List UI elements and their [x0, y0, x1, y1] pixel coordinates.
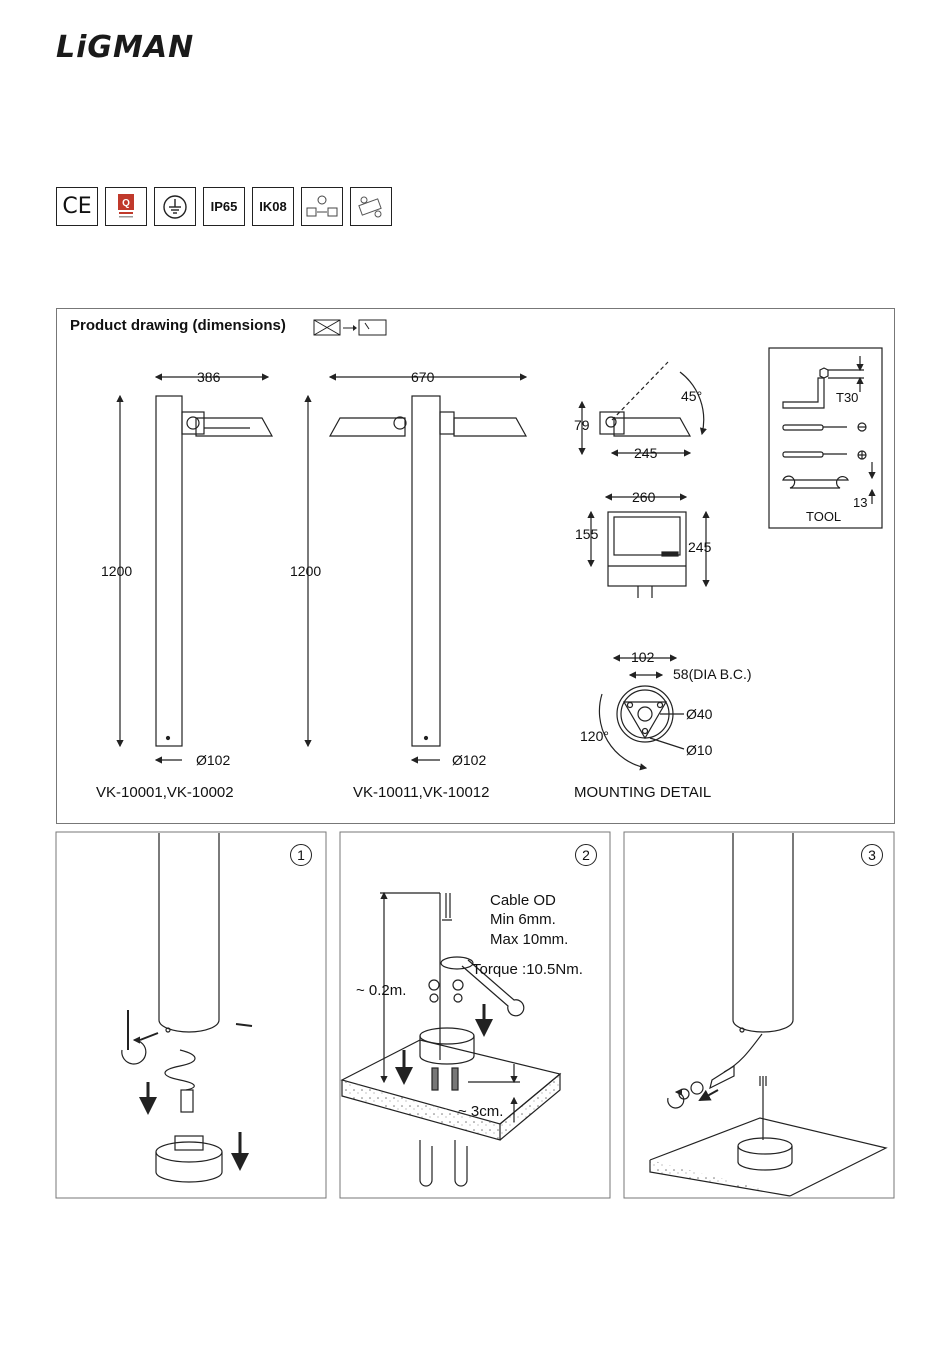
double-width-label: 670	[411, 369, 434, 385]
mount-bolt-circle-label: 58(DIA B.C.)	[673, 666, 752, 682]
step-3-number: 3	[861, 844, 883, 866]
depth-below-label: ~ 3cm.	[458, 1103, 503, 1120]
tool-label: TOOL	[806, 509, 841, 524]
depth-above-label: ~ 0.2m.	[356, 982, 406, 999]
single-bollard-drawing	[120, 377, 272, 760]
cable-min: Min 6mm.	[490, 911, 556, 928]
mount-hole-large-label: Ø40	[686, 706, 712, 722]
cable-od-title: Cable OD	[490, 892, 556, 909]
single-width-label: 386	[197, 369, 220, 385]
double-models-caption: VK-10011,VK-10012	[353, 784, 490, 801]
head-length-label: 245	[634, 445, 657, 461]
step-2-panel	[340, 832, 610, 1198]
tool-wrench-size-label: 13	[853, 495, 867, 510]
step-1-number: 1	[290, 844, 312, 866]
double-diameter-label: Ø102	[452, 752, 486, 768]
front-inner-height-label: 155	[575, 526, 598, 542]
single-diameter-label: Ø102	[196, 752, 230, 768]
mount-angle-label: 120°	[580, 728, 609, 744]
double-bollard-drawing	[308, 377, 526, 760]
torque-label: Torque :10.5Nm.	[472, 961, 583, 978]
single-models-caption: VK-10001,VK-10002	[96, 784, 234, 801]
step-1-panel	[56, 832, 326, 1198]
double-height-label: 1200	[290, 563, 321, 579]
front-height-label: 245	[688, 539, 711, 555]
single-height-label: 1200	[101, 563, 132, 579]
cable-max: Max 10mm.	[490, 931, 568, 948]
head-angle-label: 45°	[681, 388, 702, 404]
mounting-detail-drawing	[599, 658, 684, 768]
mount-outer-label: 102	[631, 649, 654, 665]
step-3-illustration	[650, 833, 886, 1196]
tool-hex-size-label: T30	[836, 390, 858, 405]
head-angle-drawing	[582, 362, 704, 454]
head-height-label: 79	[574, 417, 590, 433]
front-width-label: 260	[632, 489, 655, 505]
mount-hole-small-label: Ø10	[686, 742, 712, 758]
mounting-caption: MOUNTING DETAIL	[574, 784, 711, 801]
step-2-number: 2	[575, 844, 597, 866]
step-1-illustration	[122, 833, 252, 1182]
